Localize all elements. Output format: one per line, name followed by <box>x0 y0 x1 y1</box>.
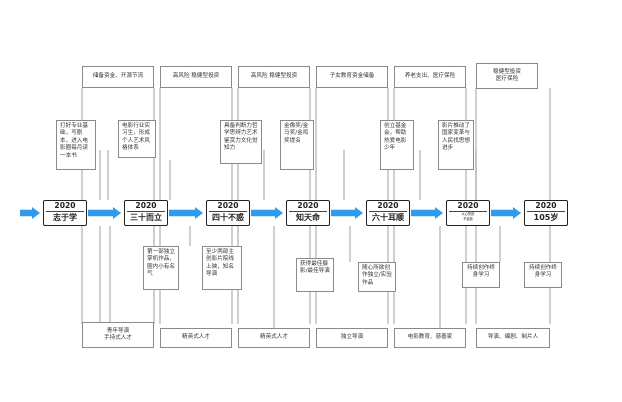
stage-year: 2020 <box>527 201 565 212</box>
talent-box: 青年导演 手持式人才 <box>82 322 154 348</box>
milestone-note: 至少两部主创影片院线上映，知名导演 <box>202 246 242 290</box>
stage-name: 从心所欲 不逾矩 <box>461 212 475 221</box>
goal-note: 打好专业基础，写剧本，进入电影圈每月读一本书 <box>56 120 96 170</box>
timeline-arrow <box>251 207 283 219</box>
milestone-note: 持续创作终身学习 <box>524 262 562 288</box>
stage-name: 105岁 <box>533 213 559 222</box>
timeline-arrow <box>88 207 121 219</box>
finance-box: 储备资金、开源节流 <box>82 66 154 88</box>
goal-note: 具备判断力哲学思辨力艺术鉴赏力文化觉知力 <box>220 120 262 164</box>
milestone-note: 随心所欲创作独立/实验作品 <box>358 262 396 292</box>
timeline-arrow <box>331 207 363 219</box>
stage-year: 2020 <box>46 201 84 212</box>
timeline-arrow <box>411 207 443 219</box>
milestone-note: 获得最佳摄影/最佳导演 <box>296 258 334 292</box>
timeline-arrow <box>20 207 40 219</box>
stage-name: 三十而立 <box>130 213 162 222</box>
stage-year: 2020 <box>449 201 487 212</box>
goal-note: 金像奖/金马奖/金鸡奖提名 <box>280 120 314 170</box>
stage-year: 2020 <box>369 201 407 212</box>
timeline-arrows <box>20 207 521 219</box>
milestone-note: 第一部独立掌机作品，圈内小有名气 <box>143 246 179 290</box>
timeline-arrow <box>491 207 521 219</box>
milestone-note: 持续创作终身学习 <box>462 262 500 288</box>
talent-box: 精英式人才 <box>238 328 310 348</box>
stage-name: 知天命 <box>296 213 320 222</box>
stage-year: 2020 <box>289 201 327 212</box>
finance-box: 高风险 稳健型投资 <box>160 66 232 88</box>
talent-box: 电影教育、慈善家 <box>394 328 466 348</box>
goal-note: 创立基金会，帮助热爱电影少年 <box>380 120 414 170</box>
stage-name: 六十耳顺 <box>372 213 404 222</box>
finance-box: 养老支出、医疗保险 <box>394 66 466 88</box>
finance-box: 高风险 稳健型投资 <box>238 66 310 88</box>
goal-note: 电影行业实习生，形成个人艺术风格体系 <box>118 120 156 158</box>
stage-year: 2020 <box>209 201 247 212</box>
finance-box: 稳健型投资 医疗保险 <box>476 63 538 89</box>
stage-year: 2020 <box>127 201 165 212</box>
goal-note: 影片推动了国家变革与人民找思想进步 <box>438 120 474 170</box>
finance-box: 子女教育资金储备 <box>316 66 388 88</box>
talent-box: 导演、编剧、制片人 <box>476 328 550 348</box>
stage-name: 志于学 <box>53 213 77 222</box>
stage-name: 四十不惑 <box>212 213 244 222</box>
talent-box: 独立导演 <box>316 328 388 348</box>
talent-box: 精英式人才 <box>160 328 232 348</box>
timeline-arrow <box>169 207 203 219</box>
